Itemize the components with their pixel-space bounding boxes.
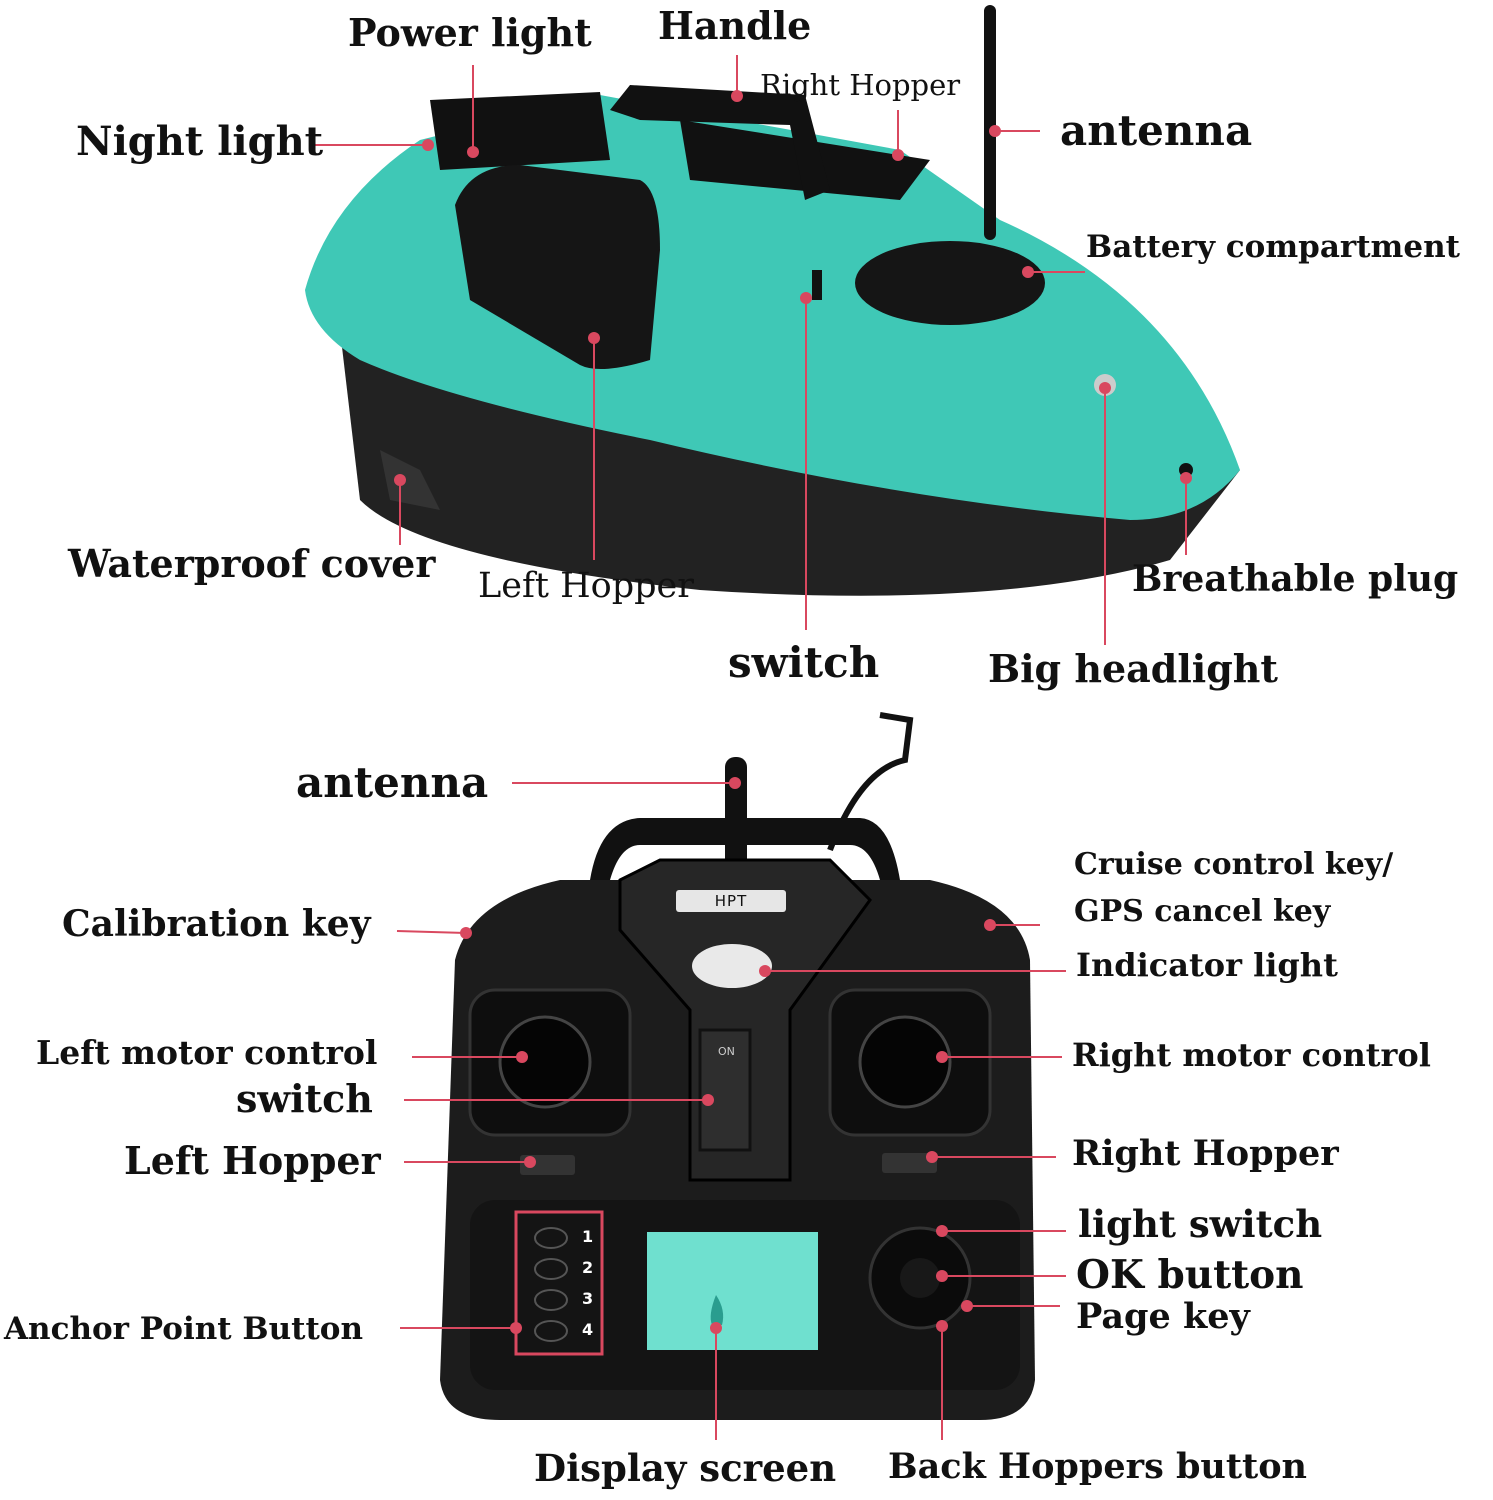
label-display-screen: Display screen	[534, 1446, 837, 1490]
label-handle: Handle	[658, 3, 812, 48]
indicator-light	[692, 944, 772, 988]
anchor-number: 2	[582, 1258, 594, 1277]
leader-dot	[729, 777, 741, 789]
leader-dot	[1180, 472, 1192, 484]
label-breathable-plug: Breathable plug	[1132, 558, 1459, 600]
leader-dot	[989, 125, 1001, 137]
label-anchor-point-button: Anchor Point Button	[4, 1311, 363, 1347]
label-back-hoppers-button: Back Hoppers button	[888, 1446, 1308, 1487]
label-remote-right-hopper: Right Hopper	[1072, 1133, 1339, 1174]
label-switch: switch	[728, 638, 880, 687]
power-switch	[698, 1028, 752, 1152]
label-left-motor-control: Left motor control	[36, 1033, 378, 1072]
leader-dot	[984, 919, 996, 931]
handle	[610, 85, 830, 200]
label-power-light: Power light	[348, 10, 592, 55]
anchor-button-box	[514, 1210, 604, 1356]
leader-line	[396, 930, 467, 934]
label-right-hopper: Right Hopper	[760, 68, 961, 102]
label-battery-compartment: Battery compartment	[1086, 229, 1460, 265]
leader-dot	[588, 332, 600, 344]
center-panel	[618, 858, 872, 1182]
label-remote-antenna: antenna	[296, 758, 489, 807]
anchor-number: 4	[582, 1320, 594, 1339]
label-gps-cancel-key: GPS cancel key	[1074, 894, 1331, 929]
leader-dot	[460, 927, 472, 939]
leader-dot	[892, 149, 904, 161]
display-screen	[647, 1232, 818, 1350]
screen-boat-icon	[710, 1295, 724, 1325]
leader-dot	[510, 1322, 522, 1334]
label-indicator-light: Indicator light	[1076, 946, 1338, 984]
waterproof-cover	[380, 450, 440, 510]
brand-label: HPT	[714, 892, 748, 910]
leader-dot	[1099, 382, 1111, 394]
remote-handle	[590, 818, 900, 880]
anchor-number: 3	[582, 1289, 594, 1308]
anchor-number: 1	[582, 1227, 594, 1246]
label-cruise-control-key: Cruise control key/	[1074, 847, 1394, 882]
left-hopper-box	[455, 165, 660, 369]
label-big-headlight: Big headlight	[988, 646, 1278, 691]
leader-dot	[961, 1300, 973, 1312]
remote-controller	[440, 712, 1035, 1420]
rear-hopper-box	[430, 92, 610, 170]
leader-dot	[524, 1156, 536, 1168]
leader-dot	[394, 474, 406, 486]
bait-boat	[305, 5, 1240, 596]
leader-dot	[936, 1270, 948, 1282]
leader-dot	[467, 146, 479, 158]
leader-dot	[936, 1051, 948, 1063]
label-right-motor-control: Right motor control	[1072, 1036, 1431, 1074]
label-night-light: Night light	[76, 118, 324, 165]
leader-dot	[516, 1051, 528, 1063]
label-waterproof-cover: Waterproof cover	[68, 541, 436, 586]
anchor-buttons	[534, 1227, 568, 1342]
leader-dot	[926, 1151, 938, 1163]
label-ok-button: OK button	[1076, 1252, 1304, 1298]
label-light-switch: light switch	[1078, 1202, 1323, 1246]
right-hopper-switch	[882, 1153, 937, 1173]
brand-plate	[676, 890, 786, 912]
right-joystick	[858, 1015, 952, 1109]
remote-antenna	[725, 757, 747, 877]
label-remote-switch: switch	[236, 1076, 373, 1121]
leader-dot	[422, 139, 434, 151]
label-page-key: Page key	[1076, 1296, 1250, 1337]
battery-compartment-lid	[855, 241, 1045, 325]
label-remote-left-hopper: Left Hopper	[124, 1138, 381, 1183]
label-antenna: antenna	[1060, 106, 1253, 155]
leader-dot	[936, 1320, 948, 1332]
leader-dot	[731, 90, 743, 102]
label-calibration-key: Calibration key	[62, 903, 371, 945]
leader-dot	[936, 1225, 948, 1237]
boat-switch	[812, 270, 822, 300]
left-joystick	[498, 1015, 592, 1109]
leader-dot	[710, 1322, 722, 1334]
leader-dot	[1022, 266, 1034, 278]
on-mark: ON	[718, 1045, 735, 1058]
ok-key	[900, 1258, 940, 1298]
label-left-hopper: Left Hopper	[478, 566, 694, 606]
leader-dot	[759, 965, 771, 977]
leader-dot	[702, 1094, 714, 1106]
leader-dot	[800, 292, 812, 304]
boat-antenna	[984, 5, 996, 240]
leader-lines	[315, 55, 1192, 1440]
